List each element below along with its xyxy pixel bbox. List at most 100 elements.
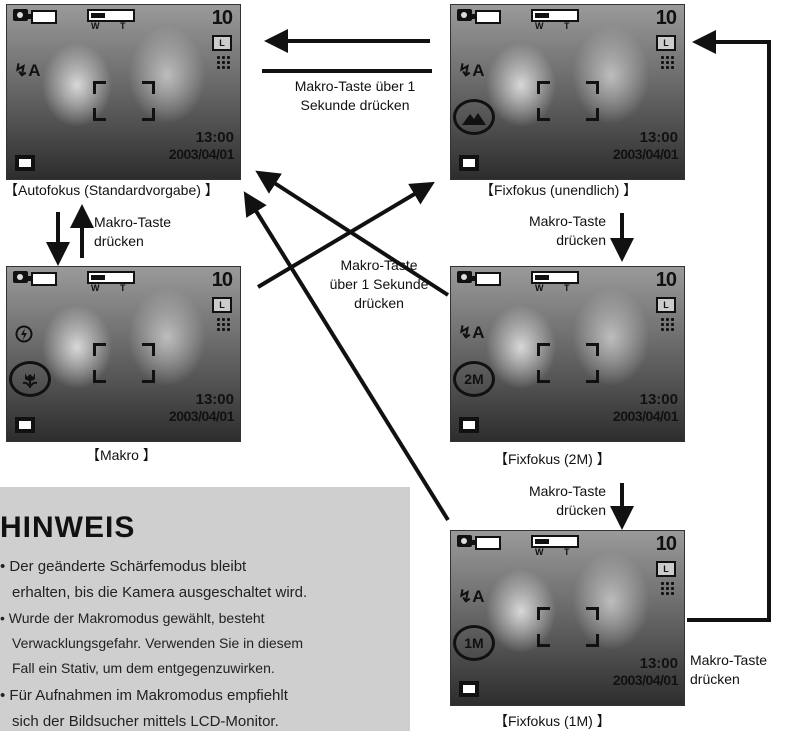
lcd-screen-macro: W T 10 L 13:00 2003/04/01 [6,266,241,442]
zoom-t-label: T [564,21,570,31]
arrow-2m-to-auto [255,170,450,297]
couple-photo [451,5,684,179]
flash-auto-icon: ↯A [458,61,485,80]
flash-off-icon [15,325,33,343]
image-size-badge: L [212,297,232,313]
zoom-t-label: T [564,547,570,557]
focus-frame [537,607,599,647]
zoom-t-label: T [120,283,126,293]
label-left-arrow: Makro-Taste drücken [94,214,172,249]
lcd-screen-fixfocus-1m: W T 10 L ↯A 1M 13:00 2003/04/01 [450,530,685,706]
zoom-bar [531,271,579,284]
camera-mode-icon [457,535,472,547]
lcd-screen-fixfocus-infinity: W T 10 L ↯A 13:00 2003/04/01 [450,4,685,180]
date-readout: 2003/04/01 [612,408,679,424]
zoom-w-label: W [91,21,100,31]
flash-auto-icon: ↯A [458,587,485,606]
camera-mode-icon [457,9,472,21]
image-size-badge: L [656,561,676,577]
hinweis-title: HINWEIS [0,511,136,544]
caption-autofocus: 【Autofokus (Standardvorgabe) 】 [4,182,219,198]
macro-ring [9,361,51,397]
record-mode-icon [459,155,479,171]
image-size-badge: L [656,35,676,51]
label-far-right: Makro-Taste drücken [690,652,768,687]
mountain-icon [462,113,486,126]
arrow-macro-to-fixinf [256,181,435,289]
shot-count: 10 [211,7,233,29]
shot-count: 10 [655,269,677,291]
infinity-focus-ring [453,99,495,135]
battery-icon [472,536,501,550]
date-readout: 2003/04/01 [168,408,235,424]
zoom-w-label: W [535,283,544,293]
battery-icon [28,272,57,286]
zoom-bar [87,9,135,22]
zoom-w-label: W [91,283,100,293]
couple-photo [451,267,684,441]
caption-fixfocus-2m: 【Fixfokus (2M) 】 [494,451,611,467]
couple-photo [7,5,240,179]
quality-icon [216,317,232,331]
battery-icon [28,10,57,24]
caption-macro: 【Makro 】 [86,447,157,463]
time-readout: 13:00 [195,391,234,408]
note-item-3: • Für Aufnahmen im Makromodus empfiehlt … [0,687,288,730]
label-top-arrow: Makro-Taste über 1 Sekunde drücken [294,78,416,113]
focus-frame [537,343,599,383]
arrow-loop-right [687,30,771,622]
arrow-1m-to-auto [243,191,450,522]
zoom-t-label: T [120,21,126,31]
caption-fixfocus-1m: 【Fixfokus (1M) 】 [494,713,611,729]
quality-icon [660,55,676,69]
flash-auto-icon: ↯A [458,323,485,342]
zoom-bar [87,271,135,284]
zoom-bar [531,9,579,22]
camera-mode-icon [13,271,28,283]
focus-frame [537,81,599,121]
hinweis-panel: HINWEIS • Der geänderte Schärfemodus ble… [0,487,410,731]
image-size-badge: L [656,297,676,313]
focus-1m-ring: 1M [453,625,495,661]
shot-count: 10 [655,7,677,29]
record-mode-icon [459,417,479,433]
couple-photo [451,531,684,705]
record-mode-icon [15,417,35,433]
lcd-screen-autofocus: W T 10 L ↯A 13:00 2003/04/01 [6,4,241,180]
record-mode-icon [459,681,479,697]
date-readout: 2003/04/01 [612,672,679,688]
time-readout: 13:00 [639,655,678,672]
couple-photo [7,267,240,441]
time-readout: 13:00 [639,129,678,146]
focus-2m-ring: 2M [453,361,495,397]
label-right-upper: Makro-Taste drücken [528,213,606,248]
battery-icon [472,272,501,286]
lcd-screen-fixfocus-2m: W T 10 L ↯A 2M 13:00 2003/04/01 [450,266,685,442]
tulip-icon [22,373,38,389]
shot-count: 10 [655,533,677,555]
flash-auto-icon: ↯A [14,61,41,80]
label-right-lower: Makro-Taste drücken [528,483,606,518]
date-readout: 2003/04/01 [168,146,235,162]
time-readout: 13:00 [195,129,234,146]
record-mode-icon [15,155,35,171]
camera-mode-icon [13,9,28,21]
time-readout: 13:00 [639,391,678,408]
quality-icon [660,581,676,595]
focus-frame [93,81,155,121]
zoom-t-label: T [564,283,570,293]
zoom-bar [531,535,579,548]
focus-frame [93,343,155,383]
battery-icon [472,10,501,24]
shot-count: 10 [211,269,233,291]
date-readout: 2003/04/01 [612,146,679,162]
note-item-1: • Der geänderte Schärfemodus bleibt erha… [0,558,308,601]
note-item-2: • Wurde der Makromodus gewählt, besteht … [0,610,304,676]
label-center-arrow: Makro-Taste über 1 Sekunde drücken [329,257,429,311]
quality-icon [660,317,676,331]
camera-mode-icon [457,271,472,283]
image-size-badge: L [212,35,232,51]
zoom-w-label: W [535,21,544,31]
zoom-w-label: W [535,547,544,557]
caption-fixfocus-infinity: 【Fixfokus (unendlich) 】 [480,182,638,198]
